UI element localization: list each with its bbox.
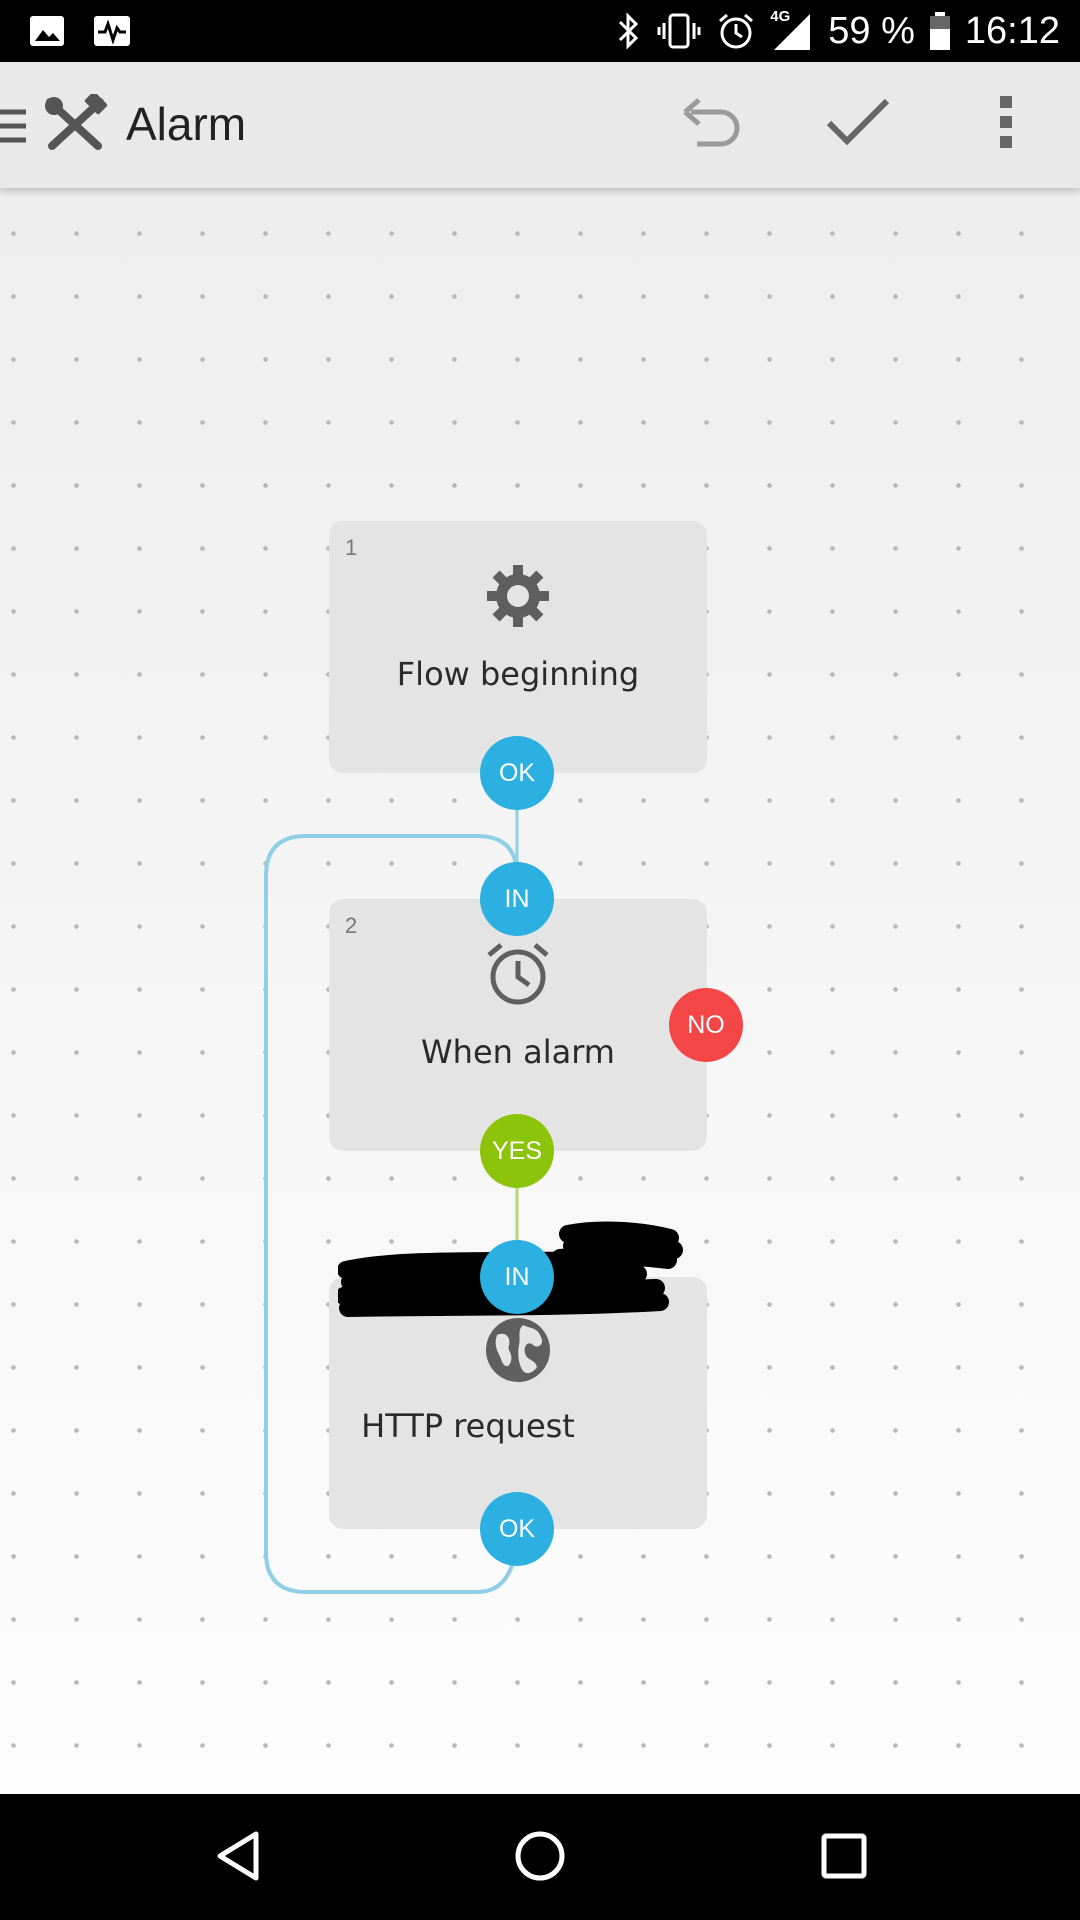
port-yes-2[interactable]: YES [480,1114,554,1188]
alarm-clock-icon [483,939,553,1009]
home-button[interactable] [502,1820,578,1896]
flow-block-1[interactable]: 1 Flow beginning [329,521,707,773]
recents-button[interactable] [806,1820,882,1896]
back-icon [214,1830,262,1887]
back-button[interactable] [200,1820,276,1896]
connector-loop-back [264,834,519,1594]
undo-button[interactable] [676,88,748,160]
toolbar: Alarm [0,62,1080,188]
save-button[interactable] [822,88,894,160]
port-ok-3[interactable]: OK [480,1492,554,1566]
alarm-icon [716,11,756,51]
bluetooth-icon [616,11,642,51]
battery-percent: 59 % [828,10,915,52]
block-number: 2 [345,913,358,938]
clock: 16:12 [964,10,1060,52]
tools-icon [42,91,108,159]
undo-icon [681,94,743,155]
check-icon [825,97,891,152]
flow-block-3[interactable]: 3 HTTP request [329,1277,707,1529]
menu-icon[interactable] [0,106,28,151]
vibrate-icon [656,11,702,51]
home-icon [514,1830,566,1887]
activity-notification-icon [92,12,132,50]
port-in-3[interactable]: IN [480,1240,554,1314]
status-bar: 4G 59 % 16:12 [0,0,1080,62]
image-notification-icon [28,12,66,50]
page-title: Alarm [126,98,247,150]
flow-block-2[interactable]: 2 When alarm [329,899,707,1151]
globe-icon [483,1315,553,1385]
navigation-bar [0,1794,1080,1920]
block-label: When alarm [421,1033,615,1071]
gear-icon [483,561,553,631]
battery-icon [929,11,951,51]
flow-canvas[interactable]: 1 Flow beginning OK 2 [0,188,1080,1794]
network-type-label: 4G [770,8,791,25]
more-vert-icon [998,94,1014,155]
block-number: 1 [345,535,358,560]
port-ok-1[interactable]: OK [480,736,554,810]
block-label: HTTP request [361,1407,575,1445]
more-options-button[interactable] [970,88,1042,160]
port-in-2[interactable]: IN [480,862,554,936]
recents-icon [820,1832,868,1885]
block-label: Flow beginning [396,655,640,693]
port-no-2[interactable]: NO [669,988,743,1062]
signal-icon: 4G [770,8,814,52]
